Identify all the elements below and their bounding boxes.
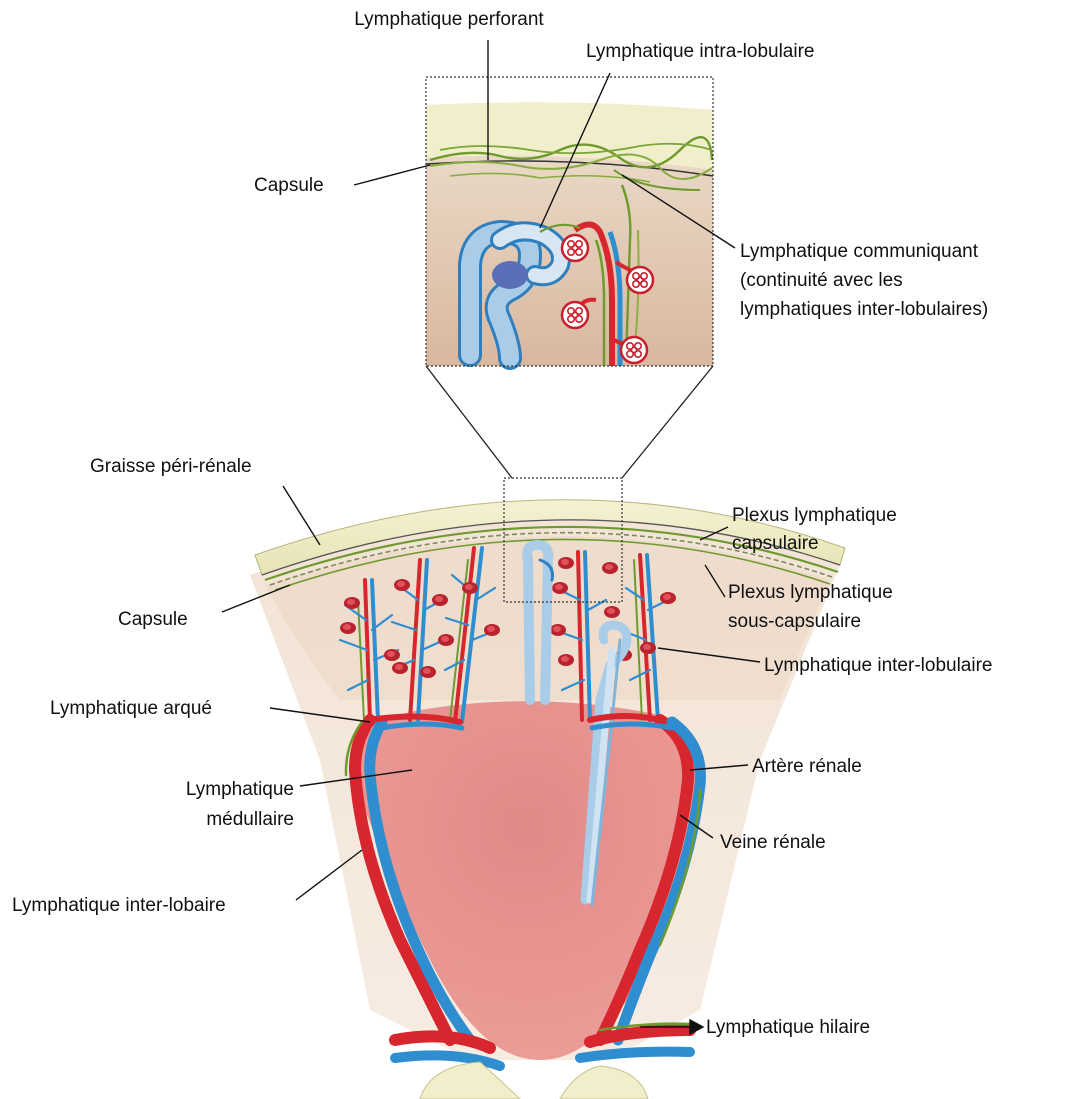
zoom-line-left (426, 366, 512, 478)
label-interlobular-lymphatic: Lymphatique inter-lobulaire (764, 654, 992, 678)
kidney-lobe (250, 478, 845, 1099)
label-subcapsular-plexus: Plexus lymphatique sous-capsulaire (728, 578, 893, 636)
inset-magnified-view (426, 77, 713, 366)
label-interlobar-lymphatic: Lymphatique inter-lobaire (12, 894, 226, 918)
label-renal-vein: Veine rénale (720, 831, 826, 855)
zoom-line-right (622, 366, 713, 478)
label-hilar-lymphatic: Lymphatique hilaire (706, 1016, 870, 1040)
label-arcuate-lymphatic: Lymphatique arqué (50, 697, 212, 721)
label-medullary-lymphatic: Lymphatique médullaire (140, 775, 294, 835)
label-intralobular-lymphatic: Lymphatique intra-lobulaire (586, 40, 814, 64)
label-capsule-bottom: Capsule (118, 608, 188, 632)
label-communicating-lymphatic: Lymphatique communiquant (continuité ave… (740, 237, 988, 324)
label-renal-artery: Artère rénale (752, 755, 862, 779)
label-capsular-plexus: Plexus lymphatique capsulaire (732, 502, 897, 558)
label-capsule-top: Capsule (254, 174, 324, 198)
label-perforating-lymphatic: Lymphatique perforant (304, 8, 594, 32)
label-perirenal-fat: Graisse péri-rénale (90, 455, 252, 479)
